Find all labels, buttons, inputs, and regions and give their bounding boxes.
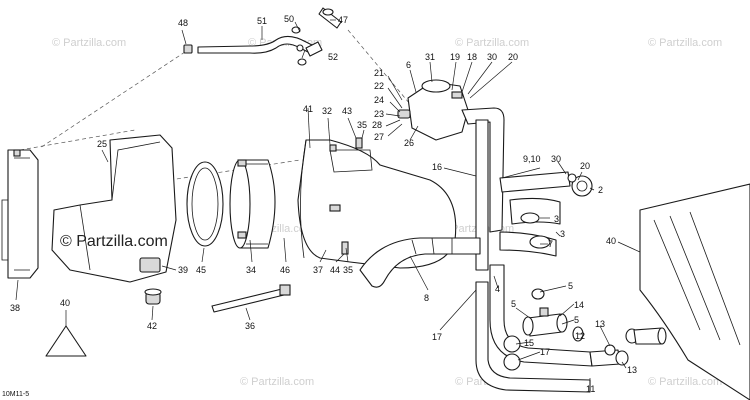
callout-12: 12 bbox=[575, 331, 585, 341]
callout-35a: 35 bbox=[357, 120, 367, 130]
drawing-code: 10M11-5 bbox=[2, 391, 29, 398]
callout-24: 24 bbox=[374, 95, 384, 105]
callout-30b: 30 bbox=[551, 154, 561, 164]
airbox-39: © Partzilla.com bbox=[51, 134, 177, 283]
callout-11: 11 bbox=[586, 384, 595, 394]
callout-20a: 20 bbox=[508, 52, 518, 62]
callout-5c: 5 bbox=[574, 315, 579, 325]
callout-17b: 17 bbox=[540, 347, 550, 357]
callout-31: 31 bbox=[425, 52, 435, 62]
callout-13b: 13 bbox=[627, 365, 637, 375]
watermark-10: © Partzilla.com bbox=[240, 376, 314, 388]
oring-52 bbox=[297, 58, 307, 66]
callout-42: 42 bbox=[147, 321, 157, 331]
callout-20b: 20 bbox=[580, 161, 590, 171]
callout-40b: 40 bbox=[60, 298, 70, 308]
callout-2: 2 bbox=[598, 185, 603, 195]
callout-30a: 30 bbox=[487, 52, 497, 62]
hose-16 bbox=[461, 107, 505, 271]
callout-7: 7 bbox=[548, 239, 553, 249]
callout-3a: 3 bbox=[554, 214, 559, 224]
callout-48: 48 bbox=[178, 18, 188, 28]
callouts: 48 51 50 47 52 31 19 18 30 20 6 21 22 24… bbox=[10, 14, 637, 394]
callout-34: 34 bbox=[246, 265, 256, 275]
watermark-4: © Partzilla.com bbox=[648, 37, 722, 49]
callout-6: 6 bbox=[406, 60, 411, 70]
callout-27: 27 bbox=[374, 132, 384, 142]
callout-44: 44 bbox=[330, 265, 340, 275]
fitting-52 bbox=[305, 41, 323, 57]
callout-5b: 5 bbox=[511, 299, 516, 309]
right-hoses bbox=[499, 171, 593, 257]
coolant-tank bbox=[397, 79, 469, 141]
callout-5a: 5 bbox=[568, 281, 573, 291]
callout-46: 46 bbox=[280, 265, 290, 275]
leaders bbox=[15, 19, 641, 382]
watermark-big: © Partzilla.com bbox=[60, 233, 168, 250]
callout-35b: 35 bbox=[343, 265, 353, 275]
callout-39: 39 bbox=[178, 265, 188, 275]
oring-50b bbox=[296, 44, 304, 52]
watermark-9: © Partzilla.com bbox=[648, 376, 722, 388]
callout-26: 26 bbox=[404, 138, 414, 148]
callout-28: 28 bbox=[372, 120, 382, 130]
callout-47: 47 bbox=[338, 15, 348, 25]
watermark-1: © Partzilla.com bbox=[52, 37, 126, 49]
callout-32: 32 bbox=[322, 106, 332, 116]
clamp-47-ring bbox=[322, 8, 334, 16]
callout-19: 19 bbox=[450, 52, 460, 62]
callout-50: 50 bbox=[284, 14, 294, 24]
frame-38 bbox=[1, 149, 39, 279]
clip-42 bbox=[144, 288, 162, 305]
callout-23: 23 bbox=[374, 109, 384, 119]
strap-36 bbox=[211, 284, 291, 313]
callout-25: 25 bbox=[97, 139, 107, 149]
callout-41: 41 bbox=[303, 104, 313, 114]
fitting-48 bbox=[183, 44, 193, 54]
triangle-40 bbox=[45, 325, 87, 357]
callout-22: 22 bbox=[374, 81, 384, 91]
callout-4: 4 bbox=[495, 284, 500, 294]
callout-9-10: 9,10 bbox=[523, 154, 541, 164]
callout-16: 16 bbox=[432, 162, 442, 172]
callout-37: 37 bbox=[313, 265, 323, 275]
callout-38: 38 bbox=[10, 303, 20, 313]
gasket-45 bbox=[186, 161, 224, 247]
watermark-3: © Partzilla.com bbox=[455, 37, 529, 49]
hose-4-17 bbox=[475, 264, 593, 393]
callout-52: 52 bbox=[328, 52, 338, 62]
callout-8: 8 bbox=[424, 293, 429, 303]
callout-51: 51 bbox=[257, 16, 267, 26]
callout-3b: 3 bbox=[560, 229, 565, 239]
callout-40a: 40 bbox=[606, 236, 616, 246]
upper-hose-assembly bbox=[183, 7, 342, 66]
panel-40-right bbox=[639, 183, 750, 400]
callout-21: 21 bbox=[374, 68, 384, 78]
callout-17a: 17 bbox=[432, 332, 442, 342]
callout-36: 36 bbox=[245, 321, 255, 331]
callout-13a: 13 bbox=[595, 319, 605, 329]
callout-14: 14 bbox=[574, 300, 584, 310]
fittings-5-14 bbox=[522, 288, 584, 342]
callout-18: 18 bbox=[467, 52, 477, 62]
hoses-12-13 bbox=[589, 327, 667, 367]
callout-45: 45 bbox=[196, 265, 206, 275]
hose-8 bbox=[359, 237, 481, 288]
callout-43: 43 bbox=[342, 106, 352, 116]
callout-15: 15 bbox=[524, 338, 534, 348]
filter-34 bbox=[229, 159, 276, 249]
